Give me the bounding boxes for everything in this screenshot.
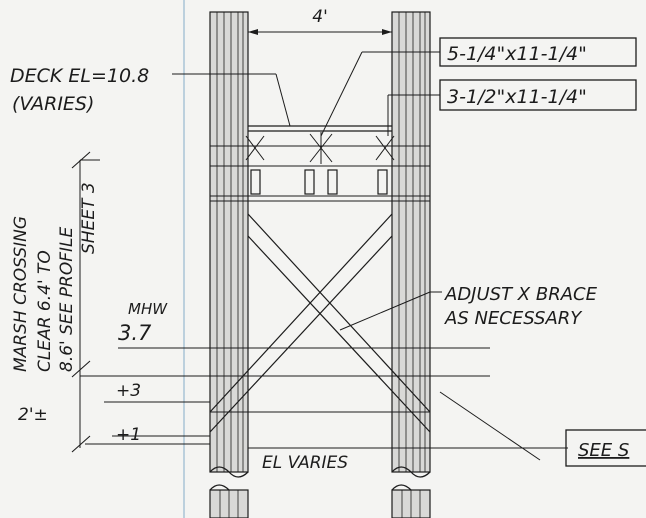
- marsh-clearance-dimension: [71, 151, 100, 453]
- right-pile: [391, 11, 431, 518]
- deck-assembly: [210, 125, 430, 202]
- stringer-bottom-box: [439, 79, 637, 111]
- brace-note-line2: AS NECESSARY: [444, 308, 583, 329]
- mhw-label: MHW: [128, 300, 168, 318]
- pile-spacing-label: 4': [312, 7, 328, 27]
- deck-elevation-label: DECK EL=10.8: [10, 65, 149, 87]
- left-pile: [209, 11, 249, 518]
- marsh-crossing-note: MARSH CROSSING CLEAR 6.4' TO 8.6' SEE PR…: [11, 182, 99, 372]
- hanger-left: [245, 135, 265, 195]
- plus-three-label: +3: [116, 381, 141, 401]
- two-feet-label: 2'±: [18, 405, 48, 425]
- leader-lines: [172, 51, 541, 461]
- marsh-line3: 8.6' SEE PROFILE: [57, 227, 77, 372]
- mhw-value: 3.7: [118, 321, 152, 345]
- elevation-lines: [80, 347, 568, 449]
- plus-one-label: +1: [116, 425, 141, 445]
- stringer-top-box: [439, 37, 637, 67]
- el-varies-label: EL VARIES: [262, 453, 348, 473]
- marsh-line1: MARSH CROSSING: [11, 216, 31, 372]
- marsh-line2: CLEAR 6.4' TO: [35, 250, 55, 372]
- deck-varies-label: (VARIES): [12, 93, 94, 115]
- pile-spacing-dimension: [248, 29, 392, 35]
- see-sheet-box: [565, 429, 646, 467]
- brace-note-line1: ADJUST X BRACE: [444, 284, 598, 305]
- hanger-right: [375, 135, 395, 195]
- stringer-top-label: 5-1/4"x11-1/4": [447, 43, 587, 65]
- hanger-center: [304, 132, 338, 195]
- x-brace: [209, 213, 431, 433]
- stringer-bottom-label: 3-1/2"x11-1/4": [447, 86, 587, 108]
- marsh-line4: SHEET 3: [79, 182, 99, 254]
- see-sheet-label: SEE S: [578, 440, 629, 461]
